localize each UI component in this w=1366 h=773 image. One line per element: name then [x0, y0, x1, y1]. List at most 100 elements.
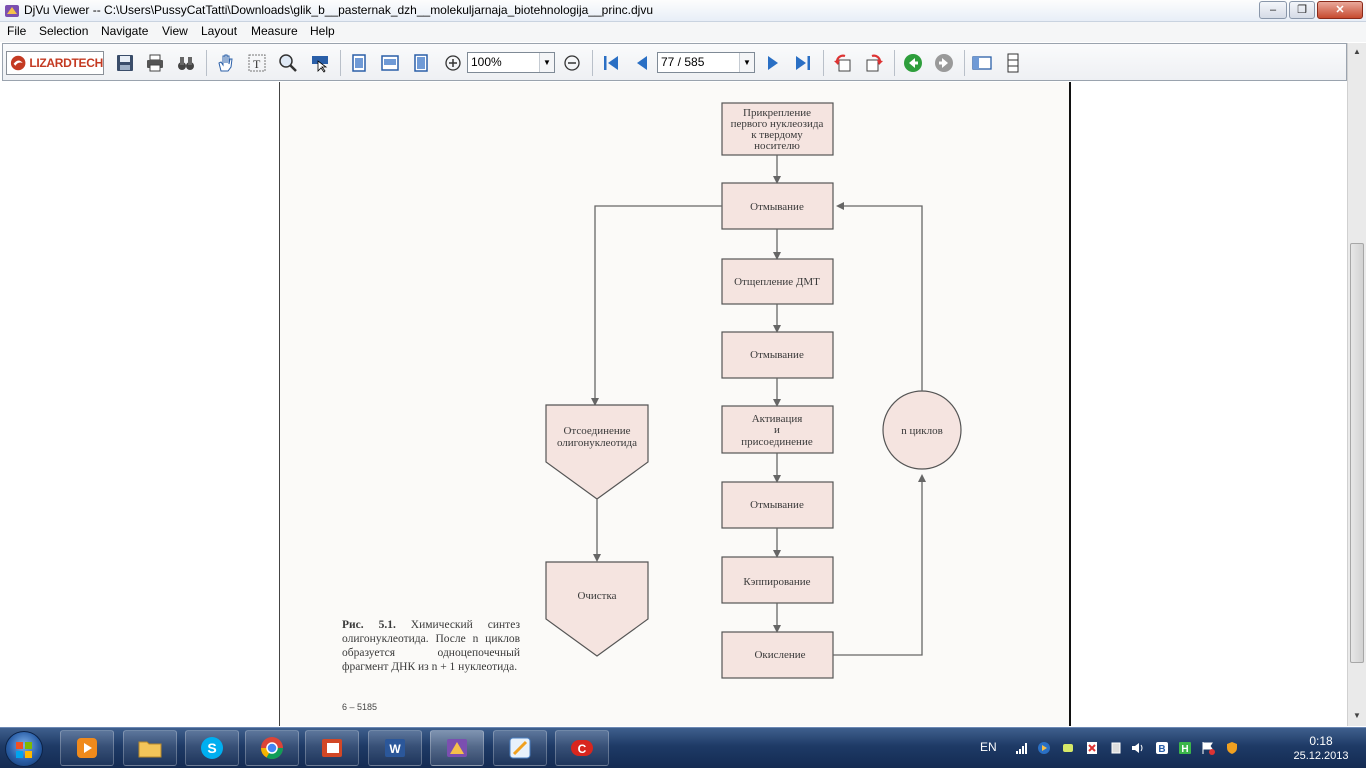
menu-bar: File Selection Navigate View Layout Meas…: [0, 22, 1366, 42]
continuous-view-button[interactable]: [1002, 52, 1024, 74]
flow-box-attachment: [721, 102, 834, 156]
zoom-value: 100%: [471, 55, 502, 69]
scroll-thumb[interactable]: [1350, 243, 1364, 663]
last-page-icon: [796, 56, 810, 70]
bubble-tray-icon[interactable]: [1061, 741, 1075, 755]
pan-tool-button[interactable]: [214, 52, 236, 74]
flow-text-activation-3: присоединение: [741, 436, 813, 448]
clock-time: 0:18: [1309, 734, 1333, 748]
single-page-icon: [352, 54, 366, 72]
zoom-combo[interactable]: 100% ▼: [467, 52, 555, 73]
next-page-button[interactable]: [762, 52, 784, 74]
binoculars-icon: [178, 57, 194, 70]
menu-measure[interactable]: Measure: [251, 24, 298, 38]
document-view[interactable]: Прикрепление первого нуклеозида к твердо…: [0, 82, 1347, 726]
taskbar-djvu-viewer[interactable]: [430, 730, 484, 766]
region-select-button[interactable]: [309, 52, 331, 74]
fit-page-button[interactable]: [410, 52, 432, 74]
toolbar: LIZARDTECH T 100% ▼: [2, 43, 1347, 81]
close-button[interactable]: ✕: [1317, 1, 1363, 19]
b-tray-icon[interactable]: B: [1155, 741, 1169, 755]
thumbnails-icon: [972, 56, 992, 70]
clock[interactable]: 0:18 25.12.2013: [1290, 734, 1352, 762]
media-tray-icon[interactable]: [1037, 741, 1051, 755]
security-tray-icon[interactable]: [1225, 741, 1239, 755]
menu-help[interactable]: Help: [310, 24, 335, 38]
taskbar-word[interactable]: W: [368, 730, 422, 766]
svg-text:T: T: [253, 57, 261, 71]
lizardtech-logo[interactable]: LIZARDTECH: [6, 51, 104, 75]
print-button[interactable]: [144, 52, 166, 74]
taskbar-powerpoint[interactable]: [305, 730, 359, 766]
system-tray: EN B H: [975, 728, 1366, 769]
menu-layout[interactable]: Layout: [201, 24, 238, 38]
thumbnails-button[interactable]: [971, 52, 993, 74]
flag-warning-icon[interactable]: [1201, 741, 1215, 755]
flow-shape-cleave: [545, 404, 649, 500]
toolbar-separator: [206, 50, 207, 76]
text-select-icon: T: [248, 54, 266, 72]
djvu-viewer-icon: [447, 739, 467, 757]
page-combo[interactable]: 77 / 585 ▼: [657, 52, 755, 73]
taskbar-notes-app[interactable]: [493, 730, 547, 766]
page-value: 77 / 585: [661, 55, 705, 69]
taskbar-explorer[interactable]: [123, 730, 177, 766]
scroll-up-icon[interactable]: ▲: [1353, 47, 1361, 56]
usb-device-icon[interactable]: [1109, 741, 1123, 755]
next-page-icon: [768, 56, 778, 70]
flow-text-activation-2: и: [774, 424, 780, 436]
flow-box-activation: [721, 405, 834, 454]
lizardtech-logo-icon: [10, 55, 26, 71]
taskbar-skype[interactable]: S: [185, 730, 239, 766]
last-page-button[interactable]: [792, 52, 814, 74]
zoom-out-button[interactable]: [561, 52, 583, 74]
flow-text-wash-2: Отмывание: [750, 349, 804, 361]
first-page-button[interactable]: [600, 52, 622, 74]
menu-view[interactable]: View: [162, 24, 188, 38]
red-x-tray-icon[interactable]: [1085, 741, 1099, 755]
region-select-icon: [312, 56, 328, 73]
rotate-left-button[interactable]: [832, 52, 854, 74]
hand-icon: [218, 54, 233, 72]
text-select-button[interactable]: T: [246, 52, 268, 74]
volume-icon[interactable]: [1131, 741, 1145, 755]
svg-text:S: S: [207, 740, 216, 756]
scroll-down-icon[interactable]: ▼: [1353, 711, 1361, 720]
menu-selection[interactable]: Selection: [39, 24, 89, 38]
green-h-tray-icon[interactable]: H: [1178, 741, 1192, 755]
djvu-app-icon: [5, 5, 19, 17]
flow-text-capping: Кэппирование: [743, 576, 810, 588]
forward-button[interactable]: [933, 52, 955, 74]
toolbar-separator: [964, 50, 965, 76]
taskbar-media-player[interactable]: [60, 730, 114, 766]
language-indicator[interactable]: EN: [980, 740, 997, 754]
start-button[interactable]: [5, 731, 43, 767]
flow-shape-purify: [545, 561, 649, 657]
network-signal-icon[interactable]: [1015, 741, 1029, 755]
rotate-right-icon: [866, 54, 883, 72]
save-button[interactable]: [114, 52, 136, 74]
fit-width-button[interactable]: [379, 52, 401, 74]
previous-page-button[interactable]: [631, 52, 653, 74]
maximize-button[interactable]: ❐: [1289, 1, 1315, 19]
toolbar-separator: [823, 50, 824, 76]
zoom-in-button[interactable]: [442, 52, 464, 74]
menu-file[interactable]: File: [7, 24, 27, 38]
zoom-tool-button[interactable]: [277, 52, 299, 74]
single-page-button[interactable]: [348, 52, 370, 74]
minimize-button[interactable]: –: [1259, 1, 1287, 19]
find-button[interactable]: [175, 52, 197, 74]
chevron-down-icon[interactable]: ▼: [539, 53, 554, 72]
flow-text-oxidation: Окисление: [754, 649, 805, 661]
windows-logo-icon: [16, 742, 32, 758]
chevron-down-icon[interactable]: ▼: [739, 53, 754, 72]
taskbar-chrome[interactable]: [245, 730, 299, 766]
taskbar-red-app[interactable]: C: [555, 730, 609, 766]
rotate-right-button[interactable]: [863, 52, 885, 74]
vertical-scrollbar[interactable]: ▲ ▼: [1347, 43, 1366, 726]
flow-text-attachment-2: первого нуклеозида: [731, 118, 824, 130]
menu-navigate[interactable]: Navigate: [101, 24, 149, 38]
back-button[interactable]: [902, 52, 924, 74]
toolbar-separator: [592, 50, 593, 76]
zoom-out-icon: [564, 55, 580, 71]
